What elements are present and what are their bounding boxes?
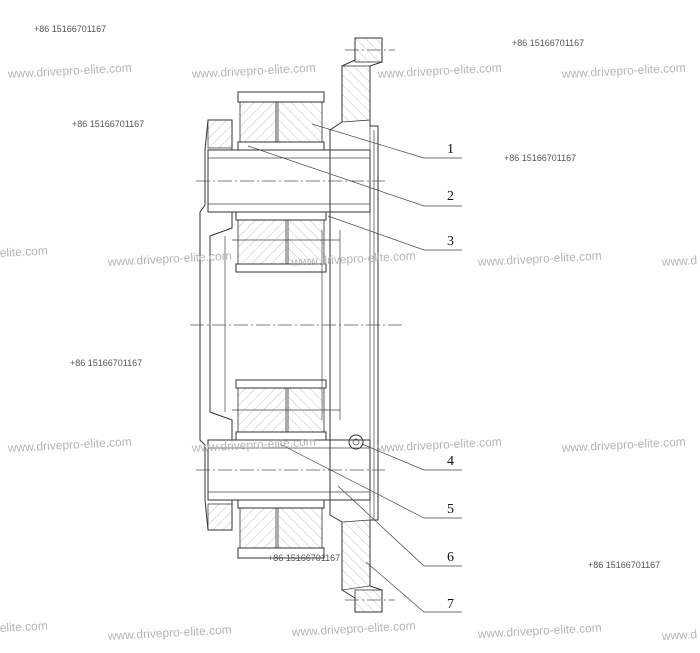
- watermark-site: www.drivepro-elite.com: [290, 619, 416, 640]
- watermark-site: www.drivepro-elite.com: [290, 249, 416, 270]
- leader-lines: [247, 123, 462, 613]
- watermark-phone: +86 15166701167: [70, 358, 142, 368]
- bearing-bottom: [237, 499, 325, 559]
- part-label-6: 6: [447, 550, 454, 565]
- part-label-4: 4: [447, 454, 454, 469]
- part-label-7: 7: [447, 597, 454, 612]
- bearing-upper-mid: [235, 211, 327, 273]
- watermark-site: www.drivepro-elite.com: [190, 435, 316, 456]
- watermarks: www.drivepro-elite.com www.drivepro-elit…: [0, 24, 697, 643]
- watermark-site: www.drivepro-elite.com: [190, 61, 316, 82]
- part-label-1: 1: [447, 142, 454, 157]
- ball-detent: [348, 434, 364, 450]
- watermark-phone: +86 15166701167: [34, 24, 106, 34]
- watermark-phone: +86 15166701167: [512, 38, 584, 48]
- part-label-2: 2: [447, 189, 454, 204]
- watermark-site-clipped: elite.com: [0, 619, 48, 635]
- watermark-site: www.drivepro-elite.com: [560, 61, 686, 82]
- part-label-3: 3: [447, 234, 454, 249]
- watermark-site: www.drivepro-elite.com: [376, 61, 502, 82]
- bearing-lower-mid: [235, 379, 327, 441]
- watermark-site-clipped: elite.com: [0, 244, 48, 260]
- watermark-phone: +86 15166701167: [72, 119, 144, 129]
- watermark-site: www.drivepro-elite.com: [6, 435, 132, 456]
- watermark-site-clipped: www.d: [660, 253, 697, 269]
- watermark-site-clipped: www.d: [660, 627, 697, 643]
- watermark-site: www.drivepro-elite.com: [6, 61, 132, 82]
- watermark-phone: +86 15166701167: [504, 153, 576, 163]
- upper-pin: [196, 149, 385, 213]
- watermark-site: www.drivepro-elite.com: [376, 435, 502, 456]
- part-labels: 1 2 3 4 5 6 7: [447, 142, 454, 612]
- watermark-phone: +86 15166701167: [268, 553, 340, 563]
- watermark-site: www.drivepro-elite.com: [476, 249, 602, 270]
- watermark-site: www.drivepro-elite.com: [560, 435, 686, 456]
- watermark-site: www.drivepro-elite.com: [476, 621, 602, 642]
- watermark-site: www.drivepro-elite.com: [106, 249, 232, 270]
- clutch-drawing: [190, 37, 462, 613]
- watermark-phone: +86 15166701167: [588, 560, 660, 570]
- watermark-site: www.drivepro-elite.com: [106, 623, 232, 644]
- bearing-top: [237, 91, 325, 151]
- part-label-5: 5: [447, 502, 454, 517]
